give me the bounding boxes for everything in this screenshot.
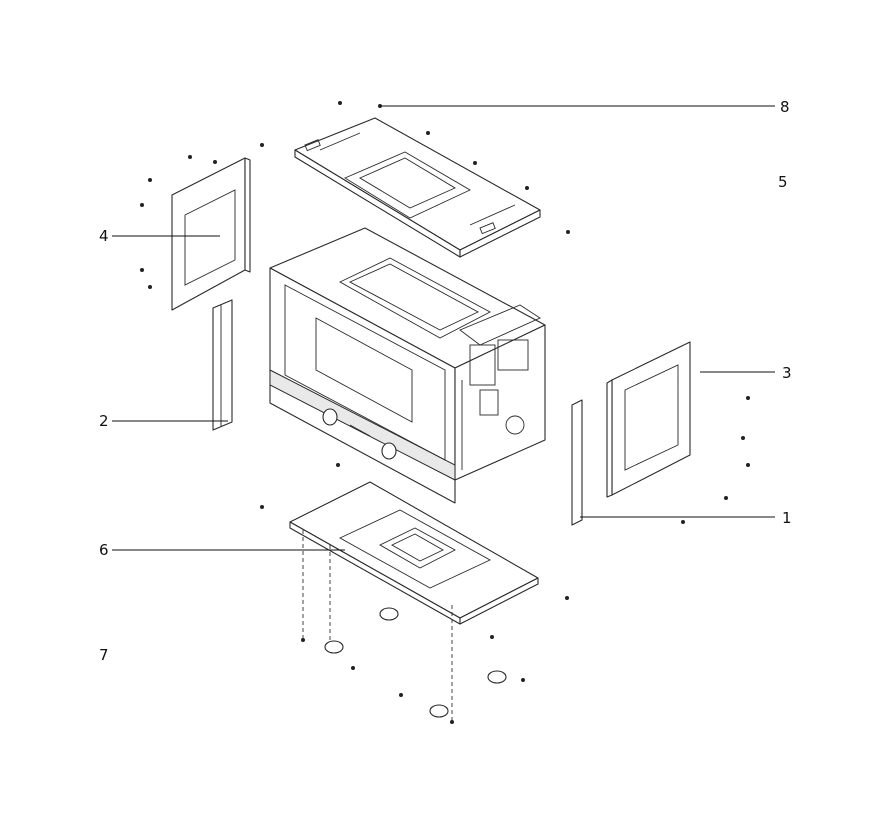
right-rail bbox=[571, 399, 583, 526]
leader-lines bbox=[112, 105, 775, 551]
callout-4: 4 bbox=[99, 227, 109, 245]
oven-body bbox=[269, 227, 546, 504]
screws bbox=[140, 101, 750, 724]
right-side-panel bbox=[606, 341, 691, 498]
callout-2: 2 bbox=[99, 412, 109, 430]
left-rail bbox=[212, 299, 233, 431]
top-cover-plate bbox=[294, 117, 541, 258]
callout-7: 7 bbox=[99, 646, 109, 664]
callout-labels: 1 2 3 4 5 6 7 8 bbox=[99, 98, 792, 664]
callout-8: 8 bbox=[780, 98, 790, 116]
callout-6: 6 bbox=[99, 541, 109, 559]
callout-3: 3 bbox=[782, 364, 792, 382]
bottom-base-plate bbox=[289, 481, 539, 625]
left-side-panel bbox=[171, 157, 251, 311]
callout-5: 5 bbox=[778, 173, 788, 191]
feet bbox=[324, 607, 507, 718]
callout-1: 1 bbox=[782, 509, 792, 527]
assembly-lines bbox=[302, 530, 453, 720]
